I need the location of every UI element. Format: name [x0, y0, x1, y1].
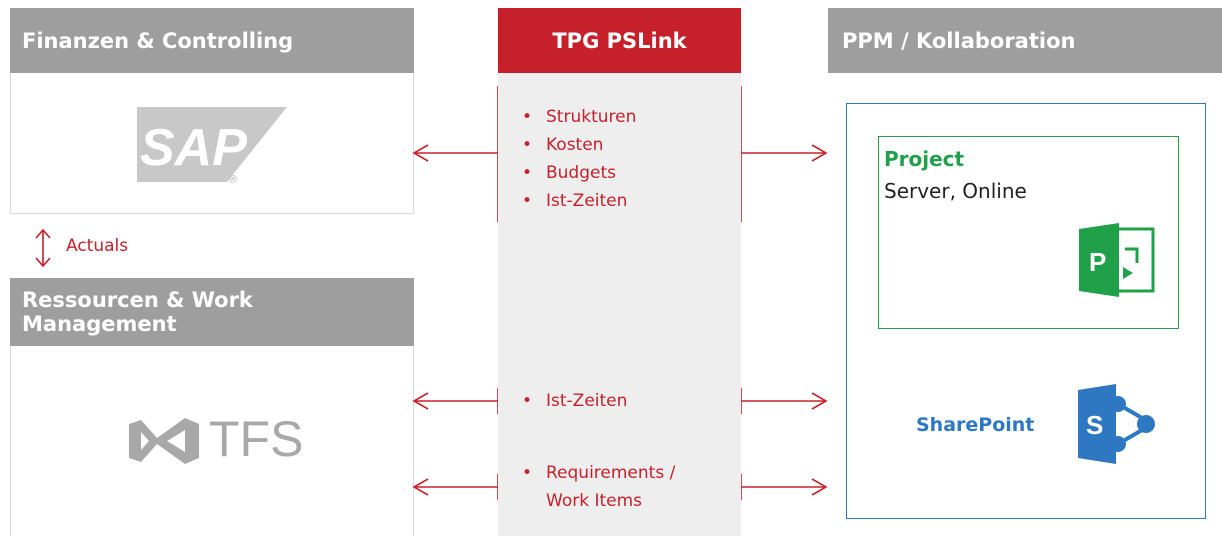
list-item: Requirements / Work Items [520, 459, 720, 515]
list-item: Ist-Zeiten [520, 387, 627, 415]
pslink-column: Strukturen Kosten Budgets Ist-Zeiten Ist… [498, 73, 741, 536]
project-box: Project Server, Online P [878, 136, 1179, 329]
visual-studio-icon [127, 416, 207, 470]
header-ppm: PPM / Kollaboration [828, 8, 1222, 73]
sharepoint-icon-letter: S [1086, 410, 1103, 440]
list-item: Strukturen [520, 103, 636, 131]
sap-logo-shape: SAP ® [137, 107, 287, 186]
list-item: Kosten [520, 131, 636, 159]
header-pslink: TPG PSLink [498, 8, 741, 73]
project-title: Project [884, 147, 965, 171]
ppm-outer-box [846, 103, 1206, 519]
pslink-top-list: Strukturen Kosten Budgets Ist-Zeiten [520, 103, 636, 215]
sap-box: SAP ® [10, 73, 414, 214]
tfs-box: TFS [10, 346, 414, 536]
sharepoint-icon: S [1078, 384, 1168, 468]
header-resources: Ressourcen & Work Management [10, 278, 414, 346]
project-subtitle: Server, Online [884, 179, 1027, 203]
header-finance-label: Finanzen & Controlling [22, 28, 294, 53]
ms-project-icon-letter: P [1089, 247, 1106, 277]
header-pslink-label: TPG PSLink [552, 28, 687, 53]
list-item: Ist-Zeiten [520, 187, 636, 215]
list-item: Budgets [520, 159, 636, 187]
pslink-middle-list: Ist-Zeiten [520, 387, 627, 415]
header-resources-label: Ressourcen & Work Management [22, 288, 253, 336]
sap-registered-mark: ® [229, 174, 237, 186]
sap-logo: SAP ® [137, 107, 287, 191]
sap-logo-text: SAP [140, 119, 247, 177]
tfs-logo-text: TFS [209, 411, 304, 467]
ms-project-icon: P [1079, 223, 1159, 301]
pslink-bottom-list: Requirements / Work Items [520, 459, 720, 515]
header-finance: Finanzen & Controlling [10, 8, 414, 73]
actuals-label: Actuals [66, 236, 129, 256]
sharepoint-label: SharePoint [916, 414, 1035, 436]
header-ppm-label: PPM / Kollaboration [842, 28, 1076, 53]
